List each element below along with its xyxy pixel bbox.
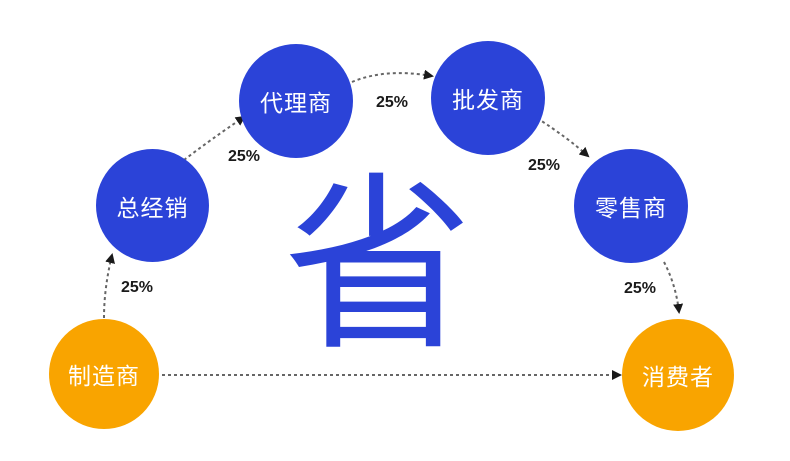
edge-wholesaler-to-retailer — [536, 117, 590, 158]
node-consumer: 消费者 — [622, 319, 734, 431]
node-manufacturer: 制造商 — [49, 319, 159, 429]
edge-label-wholesaler-to-retailer: 25% — [528, 157, 561, 174]
edge-general-distributor-to-agent — [183, 115, 246, 161]
node-retailer: 零售商 — [574, 149, 688, 263]
edge-agent-to-wholesaler — [351, 69, 434, 83]
edge-label-retailer-to-consumer: 25% — [624, 280, 657, 297]
node-general-distributor: 总经销 — [96, 149, 209, 262]
node-wholesaler: 批发商 — [431, 41, 545, 155]
edge-label-manufacturer-to-general-distributor: 25% — [121, 279, 154, 296]
node-agent: 代理商 — [239, 44, 353, 158]
edge-manufacturer-to-general-distributor — [103, 253, 115, 319]
edge-label-general-distributor-to-agent: 25% — [228, 148, 261, 165]
center-character: 省 — [283, 156, 474, 377]
edge-retailer-to-consumer — [663, 261, 684, 314]
edge-label-agent-to-wholesaler: 25% — [376, 94, 409, 111]
